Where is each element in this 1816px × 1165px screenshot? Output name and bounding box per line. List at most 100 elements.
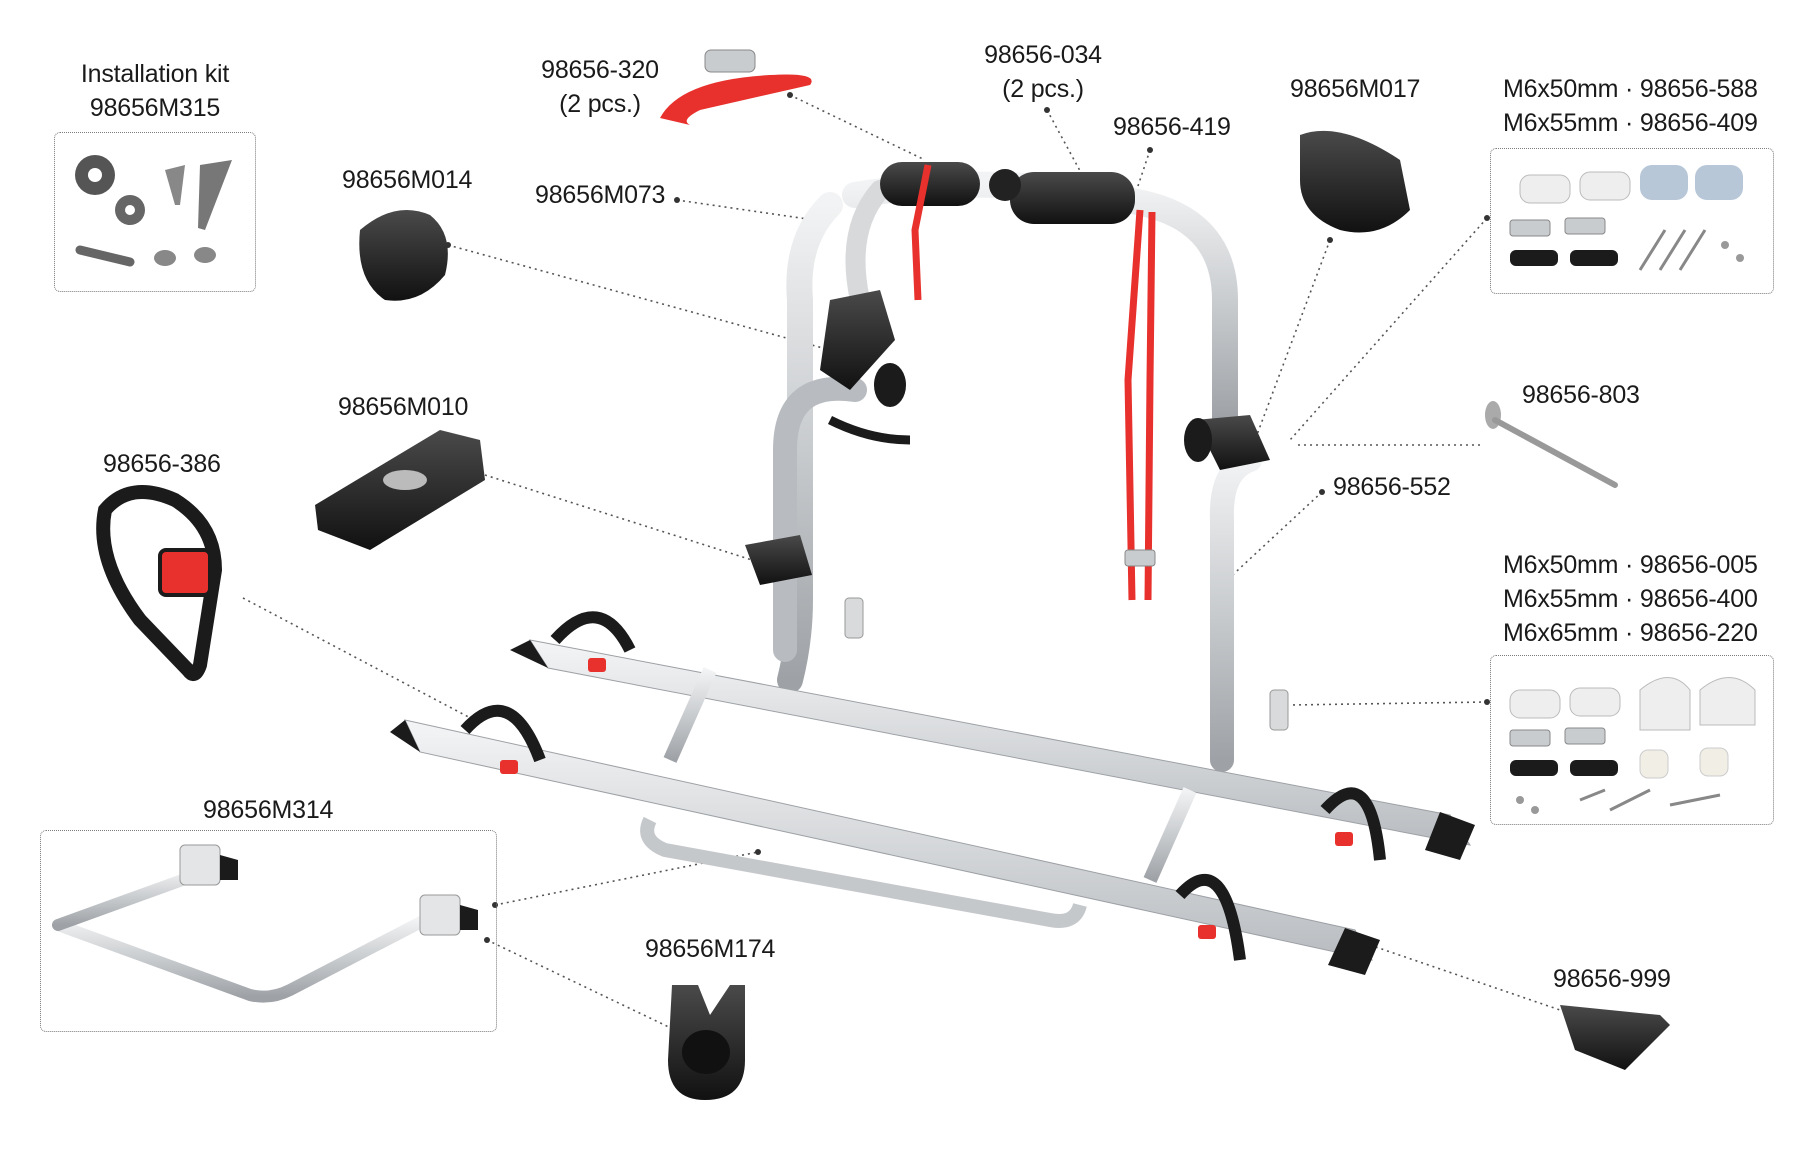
label-98656-386: 98656-386 (103, 447, 221, 481)
knob-left (874, 363, 906, 407)
leader-98656M073 (676, 199, 829, 223)
label-98656-419: 98656-419 (1113, 110, 1231, 144)
frame-left-lower-tube (773, 376, 867, 662)
label-installation-kit: Installation kit 98656M315 (81, 57, 229, 125)
rail-start-cap-rear (510, 640, 548, 668)
lower-kit-line3: M6x65mm · 98656-220 (1503, 619, 1758, 647)
label-98656-320: 98656-320 (2 pcs.) (541, 53, 659, 121)
rail-start-cap-front (390, 720, 420, 752)
leader-98656-552 (1224, 491, 1323, 583)
pad-left (880, 162, 980, 206)
frame-clamp-left (820, 290, 895, 390)
cross-tube-left (663, 667, 717, 763)
label-98656-803: 98656-803 (1522, 378, 1640, 412)
strap-419-code: 98656-419 (1113, 113, 1231, 141)
leader-98656-999 (1369, 944, 1561, 1011)
wheel-strap-front-1 (460, 704, 546, 763)
strap-buckle-red-2 (500, 760, 518, 774)
lower-kit-line2: M6x55mm · 98656-400 (1503, 585, 1758, 613)
lower-kit-line1: M6x50mm · 98656-005 (1503, 551, 1758, 579)
frame-552-code: 98656-552 (1333, 473, 1451, 501)
frame-clamp-right (1195, 415, 1270, 470)
leader-upper-kit (1289, 217, 1488, 441)
leader-dots (445, 92, 1490, 943)
holder-98656M010-drawing (315, 430, 485, 550)
bolt-98656-803-drawing (1485, 401, 1618, 488)
label-98656-034: 98656-034 (2 pcs.) (984, 38, 1102, 106)
installation-kit-box (54, 132, 256, 292)
bar-98656M314-box (40, 830, 497, 1032)
wheel-strap-rear-2 (1320, 787, 1386, 861)
bike-carrier-assembly (390, 162, 1475, 975)
label-98656M017: 98656M017 (1290, 72, 1420, 106)
rail-holder-left (745, 535, 812, 585)
rail-end-cap-front (1328, 928, 1380, 975)
label-98656-552: 98656-552 (1333, 470, 1451, 504)
leader-lower-kit (1289, 701, 1488, 706)
holder-M010-code: 98656M010 (338, 393, 469, 421)
bar-98656M314-drawing (52, 844, 478, 1003)
strap-buckle (1124, 549, 1156, 567)
clamp-98656M174-drawing (668, 985, 745, 1100)
label-98656M174: 98656M174 (645, 932, 775, 966)
leader-98656M014 (447, 244, 831, 351)
leader-98656-386 (242, 597, 479, 723)
strap-buckle-red-3 (1335, 832, 1353, 846)
installation-kit-title: Installation kit (80, 60, 230, 88)
strap-320-code: 98656-320 (541, 56, 659, 84)
strap-320-qty: (2 pcs.) (559, 90, 641, 118)
label-lower-kit: M6x50mm · 98656-005 M6x55mm · 98656-400 … (1503, 548, 1758, 650)
lower-bar (640, 816, 1087, 928)
rail-end-cap-rear (1425, 812, 1475, 860)
lower-kit-box (1490, 655, 1774, 825)
knob-M014-code: 98656M014 (342, 166, 473, 194)
label-98656M014: 98656M014 (342, 163, 472, 197)
cross-tube-right (1143, 787, 1197, 883)
pad-034-code: 98656-034 (984, 41, 1102, 69)
label-98656-999: 98656-999 (1553, 962, 1671, 996)
knob-98656M014-drawing (359, 210, 448, 301)
knob-98656M017-drawing (1300, 130, 1410, 233)
cap-999-code: 98656-999 (1553, 965, 1671, 993)
pad-034-qty: (2 pcs.) (1002, 75, 1084, 103)
mount-post-left (844, 597, 864, 639)
frame-right-lower-tube (1209, 448, 1262, 772)
label-upper-kit: M6x50mm · 98656-588 M6x55mm · 98656-409 (1503, 72, 1758, 140)
upper-kit-contents (1509, 165, 1744, 271)
leader-98656M010 (484, 474, 753, 561)
endcap-98656-999-drawing (1560, 1005, 1670, 1070)
label-98656M314: 98656M314 (203, 793, 333, 827)
clamp-M174-code: 98656M174 (645, 935, 776, 963)
knob-M017-code: 98656M017 (1290, 75, 1421, 103)
red-strap-right-a (1124, 209, 1144, 601)
bar-M314-code: 98656M314 (203, 796, 334, 824)
strap-buckle-red-1 (588, 658, 606, 672)
wheel-strap-front-2 (1175, 873, 1246, 961)
red-strap-right-b (1144, 211, 1156, 601)
clamp-strap-left (827, 415, 911, 445)
installation-kit-contents (75, 155, 232, 267)
rail-front (404, 719, 1373, 961)
leader-98656-419 (1129, 149, 1151, 211)
leader-98656-034 (1046, 109, 1086, 181)
red-strap-left (911, 164, 932, 301)
upper-kit-line1: M6x50mm · 98656-588 (1503, 75, 1758, 103)
label-98656M010: 98656M010 (338, 390, 468, 424)
leader-98656-320 (789, 94, 926, 161)
mount-post-right (1269, 689, 1289, 731)
bolt-803-code: 98656-803 (1522, 381, 1640, 409)
strap-98656-320-drawing (660, 49, 812, 125)
frame-M073-code: 98656M073 (535, 181, 666, 209)
installation-kit-code: 98656M315 (89, 94, 221, 122)
upper-kit-line2: M6x55mm · 98656-409 (1503, 109, 1758, 137)
pad-right (1010, 172, 1135, 224)
frame-inner-tube (845, 180, 890, 310)
pad-connector (989, 169, 1021, 201)
knob-right (1184, 418, 1212, 462)
wheel-strap-rear-1 (550, 611, 636, 653)
strap-386-code: 98656-386 (103, 450, 221, 478)
lower-kit-contents (1509, 677, 1756, 814)
leader-98656M017 (1254, 239, 1331, 441)
